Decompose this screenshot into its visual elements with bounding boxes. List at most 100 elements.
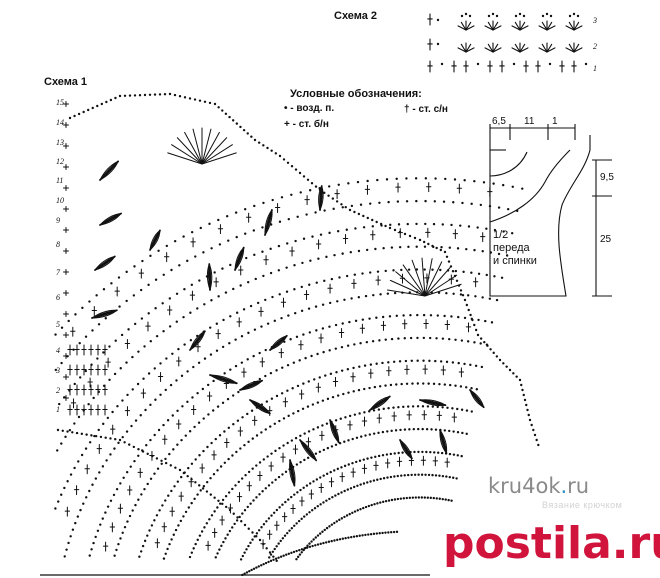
chain-stitch — [399, 428, 402, 432]
chain-stitch — [119, 482, 122, 485]
cluster-spine — [239, 379, 264, 391]
chain-stitch — [287, 498, 290, 501]
chain-stitch — [153, 367, 156, 370]
chain-stitch — [115, 487, 119, 491]
chain-stitch — [459, 289, 463, 292]
chain-stitch — [302, 237, 306, 240]
chain-stitch — [330, 445, 334, 448]
chain-stitch — [434, 474, 438, 477]
chain-stitch — [372, 409, 376, 412]
fan-stitch — [546, 47, 556, 53]
chain-stitch — [76, 515, 80, 518]
chain-stitch — [484, 319, 487, 323]
chain-stitch — [308, 511, 311, 514]
chain-stitch — [147, 312, 150, 315]
chain-stitch — [162, 273, 165, 277]
chain-stitch — [336, 300, 339, 303]
chain-stitch — [328, 325, 331, 328]
chain-stitch — [298, 548, 301, 552]
chain-stitch — [206, 383, 210, 387]
chain-stitch — [416, 313, 419, 317]
chain-stitch-symbol: • — [284, 103, 288, 114]
chain-stitch — [269, 247, 272, 251]
chain-stitch — [398, 245, 402, 249]
chain-stitch — [352, 535, 356, 538]
double-crochet-stitch — [206, 391, 213, 402]
double-crochet-stitch — [91, 305, 97, 316]
chain-stitch — [162, 423, 165, 427]
chain-stitch — [265, 400, 269, 403]
chain-stitch — [63, 486, 66, 490]
chain-stitch — [189, 338, 193, 342]
chain-stitch — [447, 498, 450, 502]
chain-stitch — [240, 520, 243, 523]
chain-stitch — [325, 499, 328, 502]
chain-stitch — [258, 461, 262, 464]
chain-stitch — [389, 383, 393, 387]
chain-stitch — [408, 234, 412, 238]
chain-stitch — [205, 480, 209, 484]
chain-stitch — [104, 511, 107, 514]
chain-stitch — [446, 406, 449, 409]
chain-stitch — [452, 430, 455, 433]
chain-stitch — [248, 570, 251, 573]
double-crochet-stitch — [347, 420, 353, 431]
chain-stitch — [278, 220, 282, 223]
chain-stitch — [202, 417, 205, 420]
chain-stitch — [448, 475, 451, 479]
chain-stitch — [491, 12, 495, 16]
chain-stitch — [293, 311, 297, 315]
single-crochet-stitch — [63, 269, 69, 275]
chain-stitch — [395, 530, 399, 534]
chain-stitch — [277, 244, 281, 248]
chain-stitch — [425, 450, 428, 454]
chain-stitch — [371, 225, 375, 228]
chain-stitch — [92, 396, 95, 400]
armhole-curve — [489, 149, 571, 223]
chain-stitch — [251, 437, 254, 440]
chain-stitch — [113, 447, 116, 450]
chain-stitch — [123, 94, 127, 98]
chain-stitch — [228, 342, 231, 345]
chain-stitch — [497, 206, 501, 209]
chain-stitch — [436, 42, 440, 46]
cluster-spine — [91, 309, 118, 319]
chain-stitch — [269, 371, 273, 375]
chain-stitch — [84, 447, 88, 450]
watermark-postila: postila.ru — [443, 518, 660, 569]
chain-stitch — [255, 496, 258, 499]
chain-stitch — [369, 532, 373, 536]
chain-stitch — [239, 284, 242, 287]
double-crochet-stitch — [299, 496, 305, 507]
chain-stitch — [296, 384, 300, 388]
chain-stitch — [369, 480, 372, 483]
chain-stitch — [454, 384, 457, 387]
chain-stitch — [257, 529, 261, 532]
chain-stitch — [77, 112, 81, 116]
chain-stitch — [381, 430, 385, 434]
chain-stitch — [88, 300, 91, 303]
chain-stitch — [149, 254, 152, 258]
chain-stitch — [102, 288, 106, 291]
fan-stitch — [541, 43, 548, 53]
chain-stitch — [416, 382, 420, 385]
chain-stitch — [434, 177, 437, 180]
chain-stitch — [442, 200, 446, 203]
double-crochet-stitch — [154, 538, 161, 549]
fan-stitch — [184, 131, 203, 165]
chain-stitch — [74, 521, 77, 525]
cluster-spine — [299, 439, 318, 462]
chain-stitch — [116, 405, 119, 408]
chain-stitch — [213, 271, 216, 274]
chain-stitch — [229, 315, 232, 318]
scheme1-row-label: 3 — [56, 366, 60, 375]
chain-stitch — [492, 351, 495, 355]
fan-stitch — [514, 43, 521, 53]
chain-stitch — [432, 222, 436, 226]
chain-stitch — [362, 458, 365, 461]
chain-stitch — [328, 301, 332, 305]
chain-stitch — [314, 536, 317, 539]
chain-stitch — [314, 305, 318, 308]
chain-stitch — [375, 362, 378, 365]
chain-stitch — [303, 515, 306, 518]
